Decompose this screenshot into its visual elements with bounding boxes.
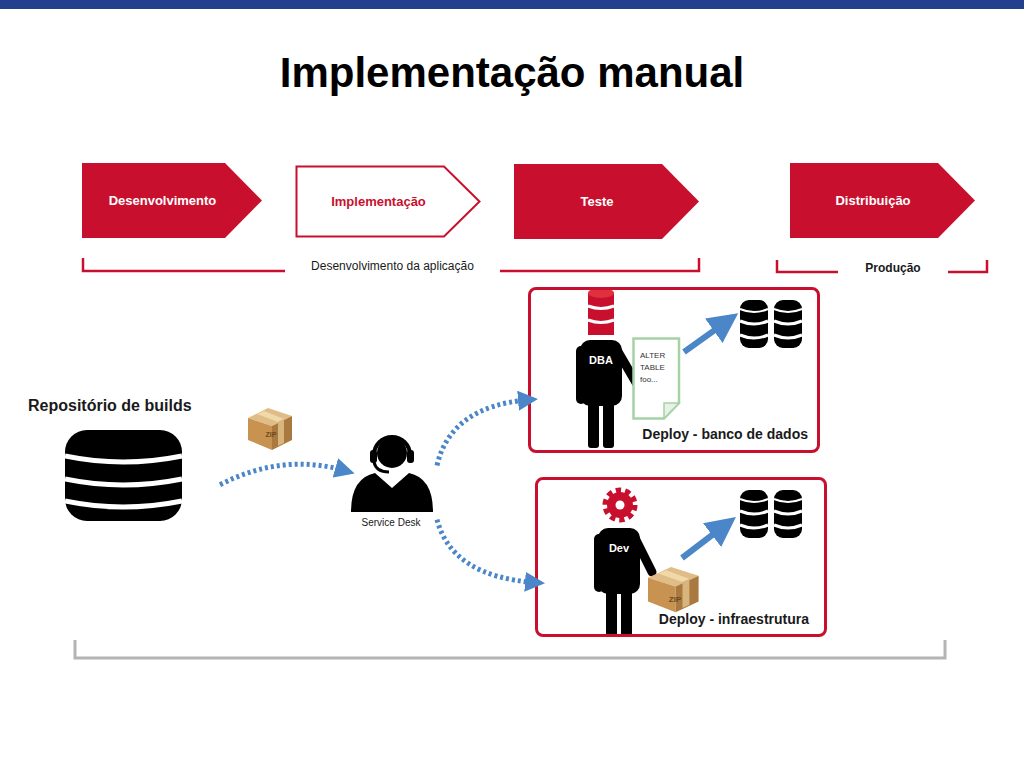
- node-text: Deploy - infraestrutura: [659, 611, 809, 627]
- leg: [588, 398, 599, 448]
- leg: [603, 398, 614, 448]
- label-text: Desenvolvimento da aplicação: [285, 258, 500, 274]
- label-text: Dev: [601, 540, 637, 556]
- dashed-arrow: [437, 520, 535, 583]
- gear-hole: [616, 501, 625, 510]
- process-chevron: Desenvolvimento: [82, 163, 263, 238]
- package-icon: [648, 567, 699, 612]
- database-icon: [65, 430, 183, 522]
- dba-figure: [576, 288, 638, 448]
- body: [351, 473, 433, 512]
- dev-figure: [594, 491, 652, 636]
- process-chevron: Implementação: [295, 165, 482, 238]
- deploy-box: Deploy - banco de dados ALTER TABLE foo..…: [528, 287, 820, 453]
- process-chevron: Distribuição: [790, 163, 976, 238]
- database-icon: [774, 490, 802, 538]
- node-text: Deploy - banco de dados: [642, 426, 808, 442]
- label-text: Produção: [838, 260, 948, 276]
- arm: [576, 346, 586, 404]
- deploy-box: Deploy - infraestrutura: [535, 477, 827, 637]
- leg: [621, 586, 632, 636]
- database-band: [65, 456, 182, 507]
- label-text: ZIP: [658, 592, 692, 608]
- database-icon: [774, 300, 802, 348]
- gear-head: [607, 492, 633, 518]
- bracket: [75, 640, 945, 658]
- database-body: [65, 430, 182, 521]
- deploy-arrow: [682, 526, 724, 558]
- document-outline: [634, 339, 680, 419]
- dashed-arrow: [437, 400, 528, 466]
- database-head: [588, 293, 614, 335]
- document-fold: [664, 403, 679, 419]
- label-text: ZIP: [256, 427, 286, 443]
- database-band: [588, 306, 614, 323]
- deploy-arrow: [684, 322, 726, 352]
- earpiece: [407, 450, 414, 463]
- microphone: [374, 462, 389, 472]
- build-repository: Repositório de builds: [25, 395, 220, 525]
- label-text: DBA: [583, 352, 619, 368]
- leg: [606, 586, 617, 636]
- top-band: [0, 0, 1024, 9]
- arm: [594, 534, 604, 592]
- headset: [374, 437, 410, 455]
- gear-head: [606, 491, 634, 519]
- package-icon: [248, 408, 292, 450]
- node-text: Repositório de builds: [28, 397, 192, 415]
- chevron-outline: [82, 163, 262, 238]
- service-desk: Service Desk: [345, 428, 437, 532]
- node-text: Service Desk: [335, 517, 447, 528]
- chevron-outline: [790, 163, 975, 238]
- node-text: Desenvolvimento: [82, 163, 243, 238]
- dashed-arrow: [220, 464, 345, 485]
- node-text: Teste: [514, 164, 680, 239]
- process-chevron: Teste: [514, 164, 700, 239]
- sql-document: ALTER TABLE foo...: [632, 337, 681, 420]
- chevron-outline: [514, 164, 699, 239]
- database-icon: [740, 300, 768, 348]
- earpiece: [370, 450, 377, 463]
- database-icon: [740, 490, 768, 538]
- node-text: Distribuição: [790, 163, 956, 238]
- slide-title: Implementação manual: [0, 46, 1024, 100]
- arm: [635, 538, 652, 572]
- node-text: ALTER TABLE foo...: [640, 350, 670, 386]
- node-text: Implementação: [295, 165, 462, 238]
- operator-icon: [345, 428, 437, 514]
